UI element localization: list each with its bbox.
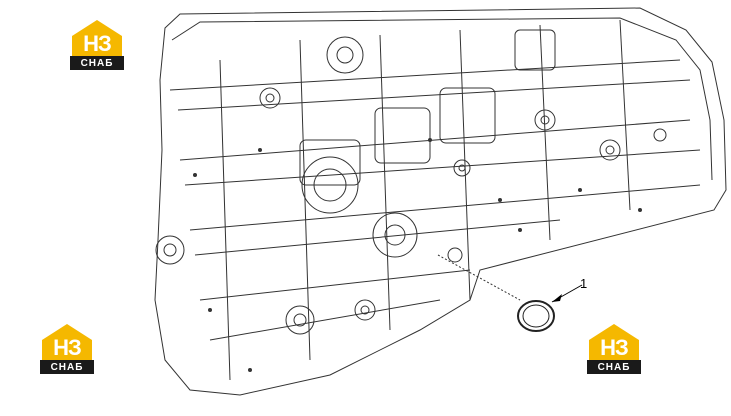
logo-mark: НЗ: [600, 335, 629, 360]
seal-ring: [517, 300, 555, 332]
logo-mark: НЗ: [53, 335, 82, 360]
leader-line: [437, 254, 521, 301]
brand-logo: НЗ СНАБ: [66, 18, 128, 74]
brand-logo: НЗ СНАБ: [583, 322, 645, 378]
callout-label-1: 1: [580, 276, 588, 291]
logo-mark: НЗ: [83, 31, 112, 56]
logo-word: СНАБ: [50, 362, 84, 373]
block-outline: [154, 7, 727, 396]
logo-word: СНАБ: [80, 58, 114, 69]
logo-word: СНАБ: [597, 362, 631, 373]
brand-logo: НЗ СНАБ: [36, 322, 98, 378]
